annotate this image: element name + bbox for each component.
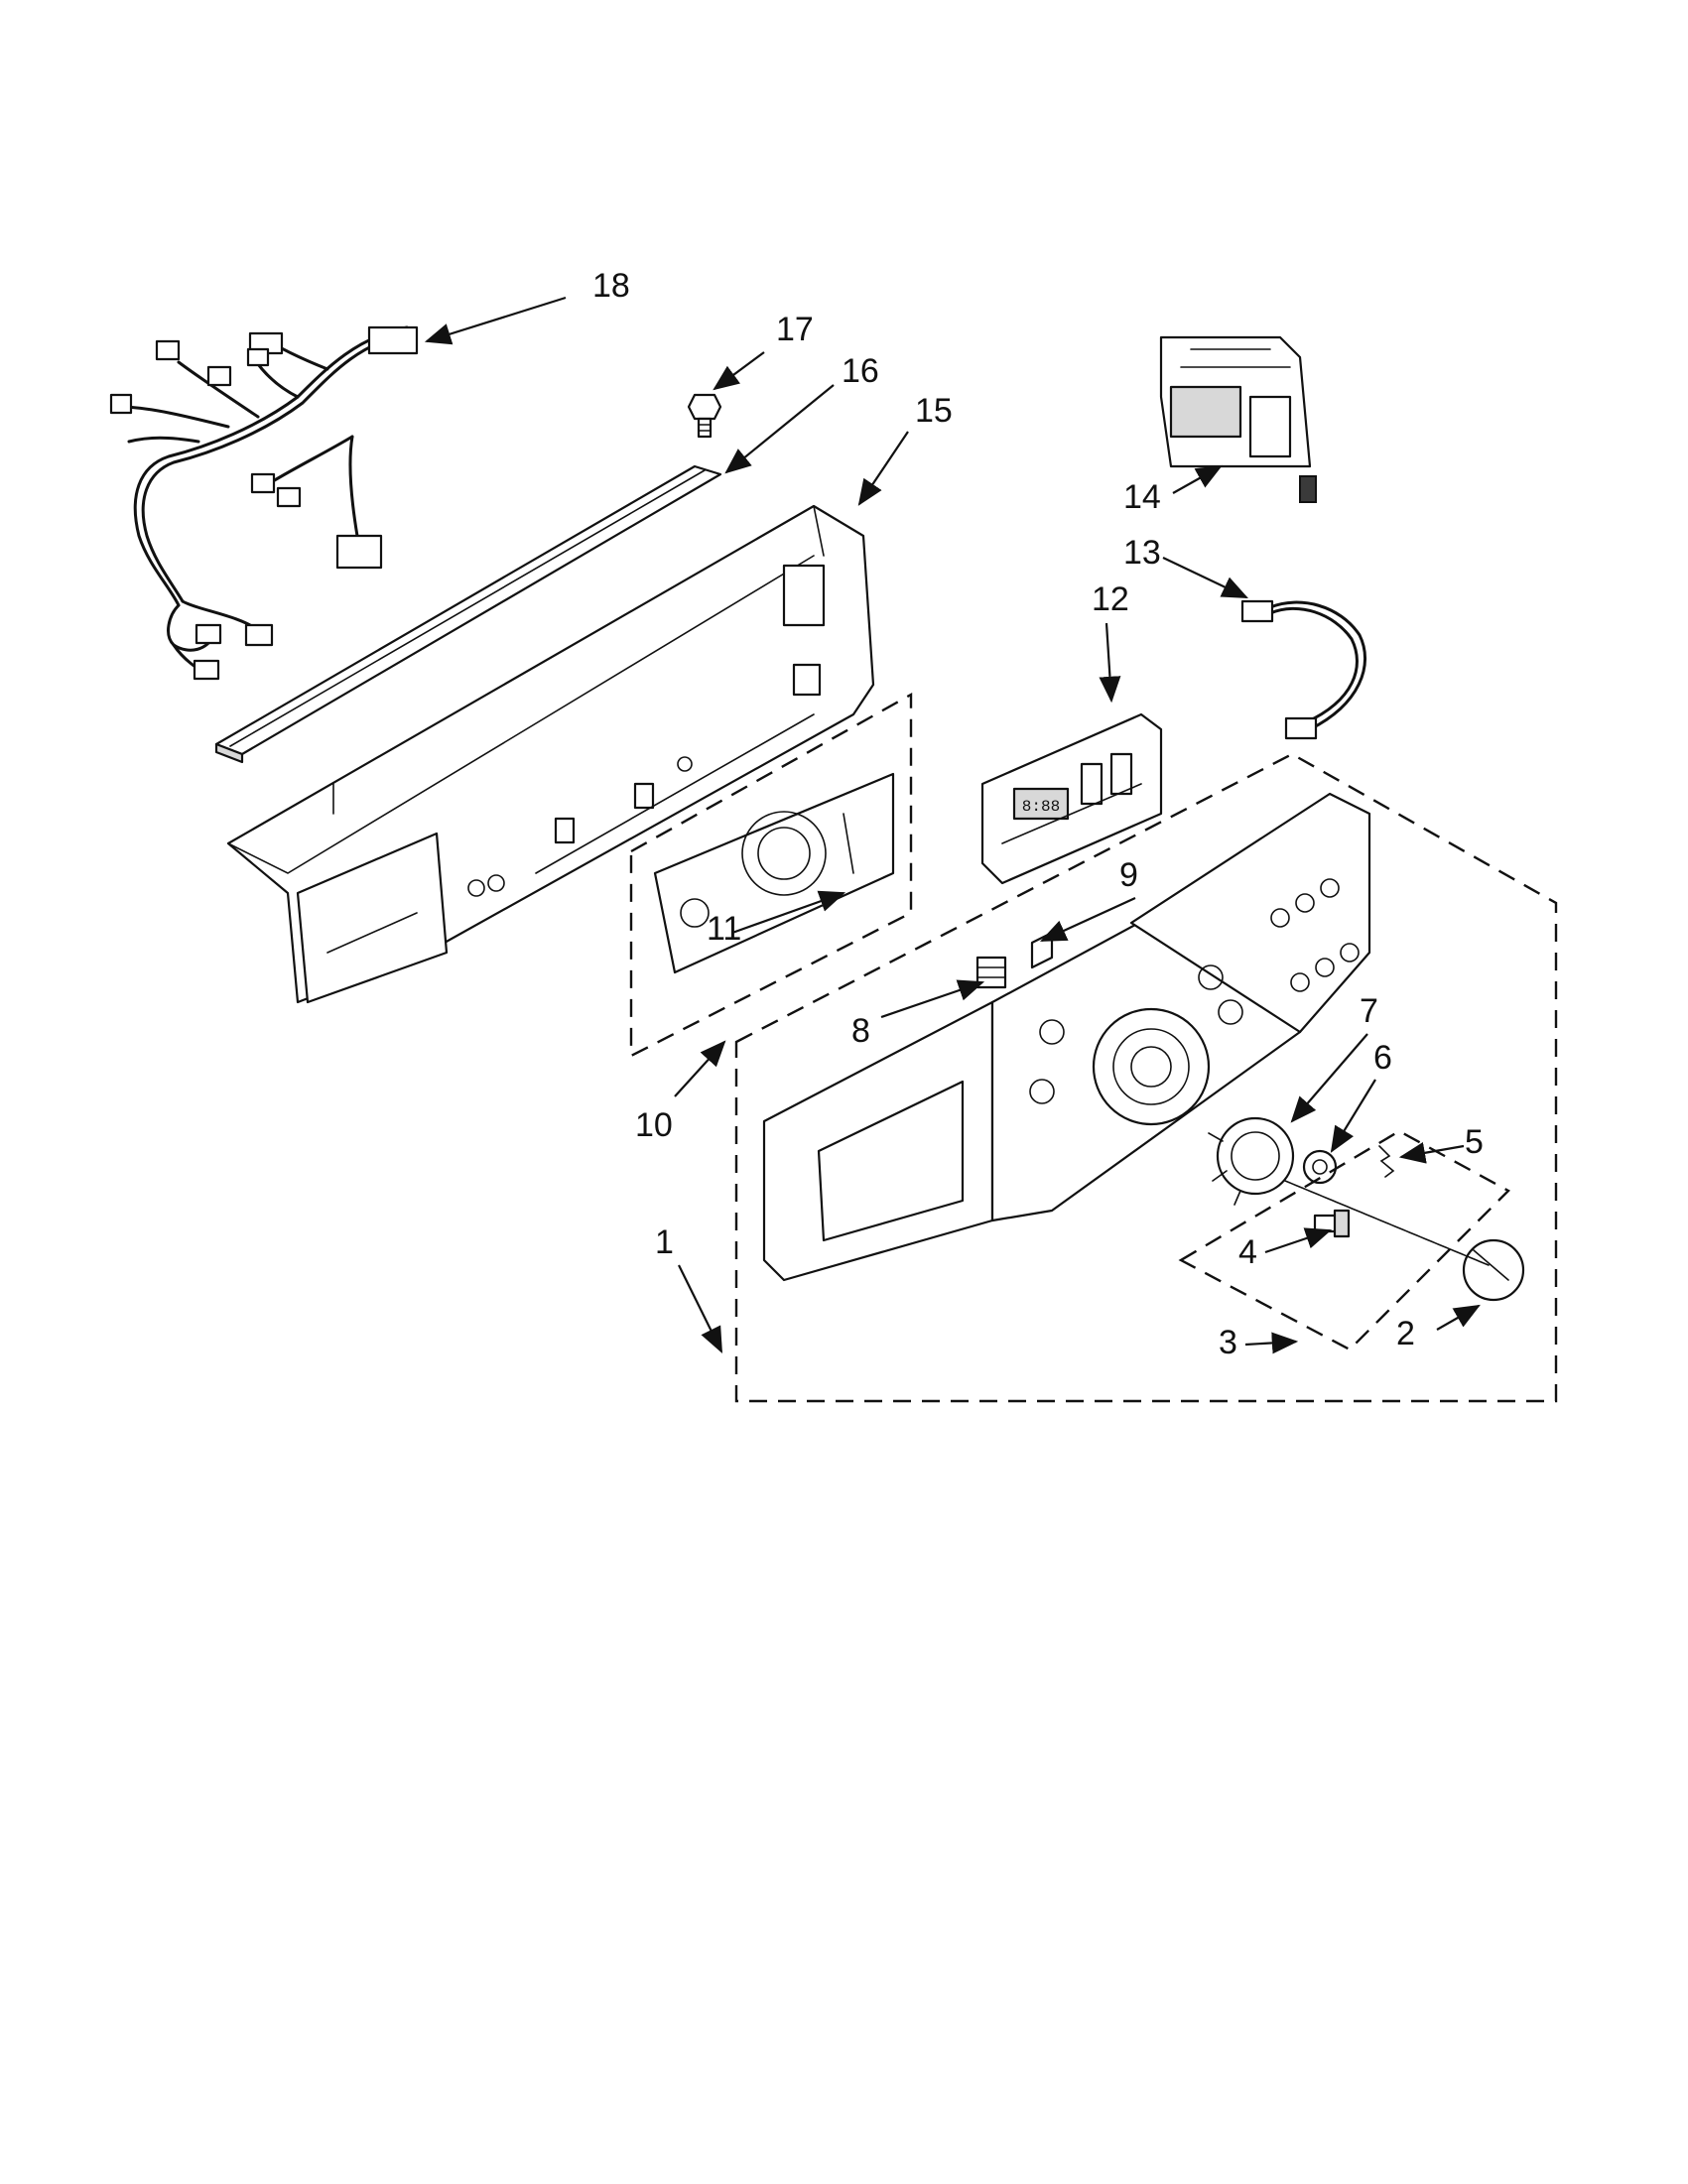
callout-4: 4 <box>1238 1233 1257 1271</box>
bulb <box>1313 1209 1351 1238</box>
callout-7: 7 <box>1360 992 1378 1030</box>
button-row <box>1270 878 1360 992</box>
knob <box>1462 1238 1525 1302</box>
callout-3: 3 <box>1219 1324 1237 1361</box>
callout-12: 12 <box>1092 580 1129 618</box>
callout-15: 15 <box>915 392 953 430</box>
callout-13: 13 <box>1123 534 1161 572</box>
console-rail <box>214 464 722 764</box>
callout-16: 16 <box>842 352 879 390</box>
wire-harness <box>109 325 419 681</box>
callout-labels: 18 17 16 15 14 13 12 9 11 8 10 7 6 5 4 1… <box>592 267 1484 1361</box>
callout-1: 1 <box>655 1223 674 1261</box>
console-front-panel <box>762 792 1371 1282</box>
callout-10: 10 <box>635 1106 673 1144</box>
callout-11: 11 <box>707 910 741 948</box>
assembly-box-3 <box>1178 1129 1510 1351</box>
leader-arrows <box>424 296 1481 1354</box>
callout-2: 2 <box>1396 1315 1415 1352</box>
user-interface-board: 8:88 <box>980 712 1163 885</box>
callout-6: 6 <box>1373 1039 1392 1077</box>
callout-9: 9 <box>1119 856 1138 894</box>
dial-ring <box>1208 1116 1295 1206</box>
console-bracket <box>653 772 895 974</box>
control-board <box>1159 335 1317 503</box>
callout-17: 17 <box>776 311 814 348</box>
connector-cable <box>1240 599 1367 740</box>
callout-14: 14 <box>1123 478 1161 516</box>
callout-5: 5 <box>1465 1123 1484 1161</box>
encoder <box>1302 1149 1338 1185</box>
callout-8: 8 <box>851 1012 870 1050</box>
assembly-box-10 <box>629 692 913 1058</box>
screw <box>687 393 722 439</box>
rear-panel <box>226 504 875 1004</box>
spring <box>1378 1145 1395 1178</box>
callout-18: 18 <box>592 267 630 305</box>
display-readout: 8:88 <box>1022 798 1060 816</box>
assembly-box-1 <box>734 752 1558 1403</box>
